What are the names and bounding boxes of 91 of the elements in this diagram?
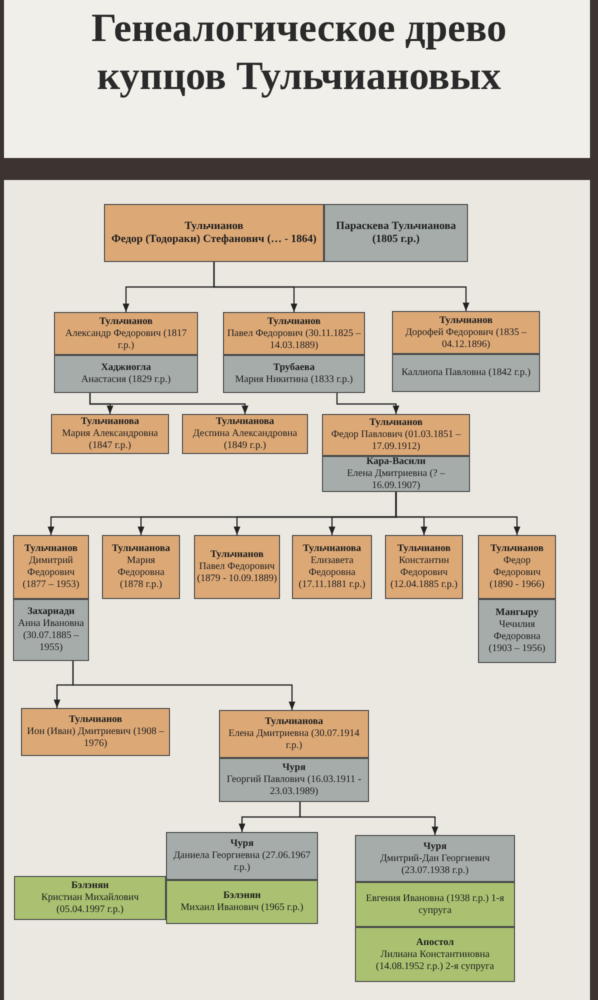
person-box xyxy=(392,354,540,392)
surname: Тульчианова xyxy=(264,716,324,728)
surname: Чуря xyxy=(423,840,447,852)
surname: Бэлэнян xyxy=(71,880,109,892)
surname: Трубаева xyxy=(273,362,315,374)
surname: Тульчианова xyxy=(302,543,362,555)
person-box xyxy=(54,355,198,393)
person-details: Георгий Павлович (16.03.1911 - 23.03.1989) xyxy=(226,774,362,798)
person-details: Чечилия Федоровна (1903 – 1956) xyxy=(488,619,546,655)
person-details: Елизавета Федоровна (17.11.1881 г.р.) xyxy=(298,555,366,591)
person-box xyxy=(322,456,470,492)
surname: Тульчианова xyxy=(216,416,274,428)
person-box xyxy=(219,758,369,802)
title: Генеалогическое древо купцов Тульчиановых xyxy=(90,4,508,100)
person-details: Федор (Тодораки) Стефанович (… - 1864) xyxy=(111,233,317,246)
surname: Тульчианов xyxy=(99,316,153,328)
person-box xyxy=(13,535,89,599)
person-box xyxy=(104,204,324,262)
person-details: Федор Федорович (1890 - 1966) xyxy=(488,555,546,591)
person-details: Анастасия (1829 г.р.) xyxy=(81,374,171,386)
person-details: Александр Федорович (1817 г.р.) xyxy=(64,328,188,352)
person-details: Евгения Ивановна (1938 г.р.) 1-я супруга xyxy=(364,892,506,916)
surname: Бэлэнян xyxy=(223,890,261,902)
surname: Тульчианов xyxy=(490,543,544,555)
person-box xyxy=(355,835,515,882)
surname: Тульчианов xyxy=(24,543,78,555)
person-box xyxy=(219,710,369,758)
person-box xyxy=(223,312,365,355)
surname: Мангыру xyxy=(496,607,538,619)
person-details: Мария Федоровна (1878 г.р.) xyxy=(116,555,166,591)
connector-arrow xyxy=(299,802,438,835)
person-details: Параскева Тульчианова (1805 г.р.) xyxy=(335,220,457,246)
surname: Тульчианов xyxy=(397,543,451,555)
surname: Тульчианов xyxy=(369,417,423,429)
person-box xyxy=(478,599,556,663)
person-details: Дмитрий-Дан Георгиевич (23.07.1938 г.р.) xyxy=(379,852,491,876)
person-box xyxy=(385,535,463,599)
person-details: Лилиана Константиновна (14.08.1952 г.р.) 2-я супруга xyxy=(374,948,496,972)
person-box xyxy=(166,832,318,880)
person-box xyxy=(355,882,515,927)
person-details: Мария Никитина (1833 г.р.) xyxy=(235,374,353,386)
person-box xyxy=(322,414,470,456)
person-details: Мария Александровна (1847 г.р.) xyxy=(61,428,159,452)
surname: Тульчианова xyxy=(80,416,140,428)
connector-arrow xyxy=(72,661,296,710)
person-box xyxy=(54,312,198,355)
person-details: Деспина Александровна (1849 г.р.) xyxy=(192,428,298,452)
person-details: Елена Дмитриевна (? – 16.09.1907) xyxy=(346,468,446,492)
surname: Апостол xyxy=(416,936,454,948)
person-box xyxy=(102,535,180,599)
connector-arrow xyxy=(213,262,470,311)
person-box xyxy=(182,414,308,454)
surname: Тульчианова xyxy=(112,543,170,555)
person-details: Константин Федорович (12.04.1885 г.р.) xyxy=(389,555,459,591)
person-box xyxy=(324,204,468,262)
surname: Тульчианов xyxy=(184,220,244,233)
person-details: Кристиан Михайлович (05.04.1997 г.р.) xyxy=(40,892,140,916)
person-details: Каллиопа Павловна (1842 г.р.) xyxy=(401,367,531,379)
person-box xyxy=(292,535,372,599)
surname: Кара-Васили xyxy=(366,456,426,468)
person-box xyxy=(21,708,170,756)
surname: Захариади xyxy=(27,606,75,618)
person-box xyxy=(51,414,169,454)
person-details: Даниела Георгиевна (27.06.1967 г.р.) xyxy=(172,850,312,874)
connector-arrow xyxy=(89,393,248,414)
surname: Чуря xyxy=(282,762,306,774)
person-box xyxy=(194,535,280,599)
surname: Тульчианов xyxy=(267,316,321,328)
surname: Тульчианов xyxy=(439,314,493,326)
person-details: Ион (Иван) Дмитриевич (1908 – 1976) xyxy=(26,726,166,750)
person-details: Павел Федорович (1879 - 10.09.1889) xyxy=(197,561,277,585)
surname: Чуря xyxy=(230,838,254,850)
surname: Тульчианов xyxy=(68,714,122,726)
person-details: Анна Ивановна (30.07.1885 – 1955) xyxy=(17,618,85,654)
person-details: Михаил Иванович (1965 г.р.) xyxy=(180,902,304,914)
person-box xyxy=(13,599,89,661)
surname: Тульчианов xyxy=(210,549,264,561)
person-box xyxy=(478,535,556,599)
person-details: Павел Федорович (30.11.1825 – 14.03.1889) xyxy=(226,328,362,352)
connector-arrow xyxy=(336,393,400,414)
person-box xyxy=(392,311,540,354)
person-box xyxy=(355,927,515,982)
person-box xyxy=(166,880,318,924)
person-box xyxy=(223,355,365,393)
surname: Хаджиогла xyxy=(101,362,151,374)
person-details: Дорофей Федорович (1835 – 04.12.1896) xyxy=(404,326,528,350)
person-details: Димитрий Федорович (1877 – 1953) xyxy=(22,555,80,591)
person-box xyxy=(14,876,166,920)
person-details: Елена Дмитриевна (30.07.1914 г.р.) xyxy=(228,728,360,752)
person-details: Федор Павлович (01.03.1851 – 17.09.1912) xyxy=(330,429,462,453)
connector-arrow xyxy=(395,492,520,535)
